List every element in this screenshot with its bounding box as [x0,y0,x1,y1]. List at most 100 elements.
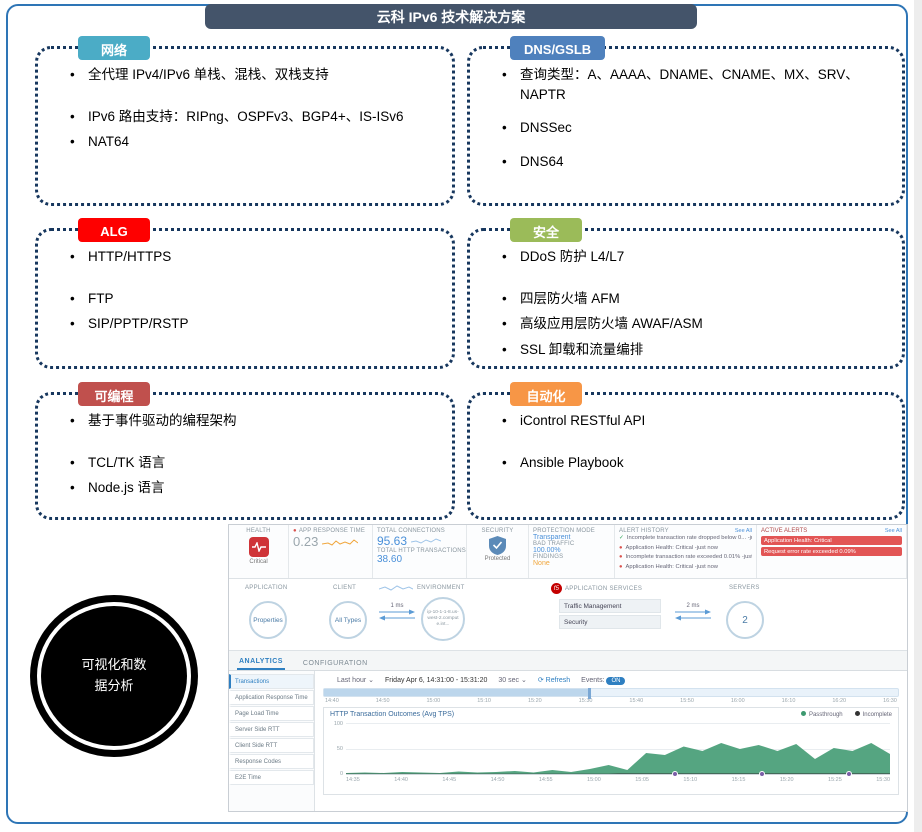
client-node[interactable]: All Types [329,601,367,639]
protection-mode-label: PROTECTION MODE [533,528,596,534]
chevron-down-icon: ⌄ [520,677,527,684]
service-item[interactable]: Traffic Management [559,599,661,613]
visualization-callout: 可视化和数 据分析 [41,606,187,746]
total-connections-value: 95.63 [377,534,408,548]
servers-node[interactable]: 2 [726,601,764,639]
y-tick: 0 [339,771,343,777]
total-http-label: TOTAL HTTP TRANSACTIONS/s [377,548,467,554]
findings-label: FINDINGS [533,554,564,560]
alert-history-see-all-link[interactable]: See All [734,528,752,534]
sidebar-item-client-side-rtt[interactable]: Client Side RTT [229,738,314,753]
application-services-header: f5 APPLICATION SERVICES [551,583,642,594]
environment-label: ENVIRONMENT [417,585,465,591]
alert-history-item: ✓Incomplete transaction rate dropped bel… [619,534,752,544]
protection-mode-value: Transparent [533,534,571,541]
environment-node[interactable]: ip-10-1-1-8.us-west-2.compute.int... [421,597,465,641]
chart-plot-area: 100 50 0 [334,721,890,777]
sidebar-item-response-codes[interactable]: Response Codes [229,754,314,769]
alert-dot-icon: ● [619,544,623,551]
active-alerts-panel: ACTIVE ALERTS See All Application Health… [757,525,907,578]
bullet-list: DDoS 防护 L4/L7 四层防火墙 AFM 高级应用层防火墙 AWAF/AS… [470,231,902,359]
analytics-main: Last hour ⌄ Friday Apr 6, 14:31:00 - 15:… [315,671,907,811]
timeline-selected-range[interactable] [324,689,589,696]
bullet-item: DNS64 [502,152,884,172]
alert-history-item: ●Application Health: Critical -just now [619,563,752,573]
servers-label: SERVERS [729,585,760,591]
box-header-tab-security: 安全 [510,218,582,242]
alert-dot-icon: ● [619,563,623,570]
alert-history-item: ●Application Health: Critical -just now [619,544,752,554]
bullet-item: SIP/PPTP/RSTP [70,314,434,334]
f5-logo-icon: f5 [551,583,562,594]
metrics-sidebar: Transactions Application Response Time P… [229,671,315,811]
security-panel: SECURITY Protected [467,525,529,578]
callout-line1: 可视化和数 [81,657,147,673]
dashboard-body: Transactions Application Response Time P… [229,671,907,811]
timeline-handle[interactable] [588,688,592,699]
feature-box-programmable: 可编程 基于事件驱动的编程架构 TCL/TK 语言 Node.js 语言 [35,382,455,520]
transactions-chart-svg [346,743,890,774]
bullet-item: NAT64 [70,132,434,152]
bullet-item: FTP [70,289,434,309]
slide-title: 云科 IPv6 技术解决方案 [205,4,697,29]
health-status-icon [248,537,269,557]
application-node[interactable]: Properties [249,601,287,639]
bullet-item: TCL/TK 语言 [70,453,434,473]
incomplete-dot-icon [854,711,860,716]
sidebar-item-transactions[interactable]: Transactions [229,674,314,689]
health-panel: HEALTH Critical [229,525,289,578]
topology-strip: APPLICATION Properties CLIENT All Types … [229,579,907,651]
tab-configuration[interactable]: CONFIGURATION [302,660,368,667]
app-response-time-panel: ●APP RESPONSE TIME 0.23 [289,525,373,578]
sidebar-item-server-side-rtt[interactable]: Server Side RTT [229,722,314,737]
application-services-list: Traffic Management Security [559,599,661,631]
alert-dot-icon: ● [619,554,623,561]
feature-box-alg: ALG HTTP/HTTPS FTP SIP/PPTP/RSTP [35,218,455,369]
refresh-button[interactable]: ⟳ Refresh [537,677,571,684]
event-marker-icon[interactable] [672,771,679,777]
event-marker-icon[interactable] [759,771,766,777]
bullet-item: DDoS 防护 L4/L7 [502,247,884,267]
feature-box-network: 网络 全代理 IPv4/IPv6 单栈、混栈、双栈支持 IPv6 路由支持：RI… [35,36,455,206]
timeline-slider[interactable] [323,688,899,699]
bullet-list: iControl RESTful API Ansible Playbook [470,395,902,472]
active-alert-banner: Application Health: Critical [761,536,902,545]
box-header-tab-alg: ALG [78,218,150,242]
y-tick: 100 [333,721,343,727]
range-select[interactable]: Last hour ⌄ [337,677,375,684]
y-tick: 50 [336,746,343,752]
bidirectional-arrow-icon [379,609,415,621]
client-env-latency: 1 ms [377,603,417,623]
tab-analytics[interactable]: ANALYTICS [237,654,285,670]
active-alert-banner: Request error rate exceeded 0.09% [761,547,902,556]
active-alerts-see-all-link[interactable]: See All [884,528,902,534]
total-connections-label: TOTAL CONNECTIONS [377,528,445,534]
chart-legend: Passthrough Incomplete [800,711,892,718]
right-edge-strip [914,0,922,832]
sidebar-item-app-response-time[interactable]: Application Response Time [229,690,314,705]
bullet-item: DNSSec [502,118,884,138]
check-icon: ✓ [619,535,624,541]
transactions-chart-panel: HTTP Transaction Outcomes (Avg TPS) Pass… [323,707,899,795]
application-services-label: APPLICATION SERVICES [565,585,643,592]
events-toggle[interactable]: Events: ON [581,676,626,685]
feature-box-security: 安全 DDoS 防护 L4/L7 四层防火墙 AFM 高级应用层防火墙 AWAF… [467,218,905,369]
service-item[interactable]: Security [559,615,661,629]
event-marker-icon[interactable] [846,771,853,777]
total-http-value: 38.60 [377,554,403,565]
art-sparkline [322,538,359,546]
bidirectional-arrow-icon [675,609,711,621]
security-label: SECURITY [481,528,514,534]
bullet-item: 查询类型：A、AAAA、DNAME、CNAME、MX、SRV、NAPTR [502,65,884,104]
callout-line2: 据分析 [94,678,134,693]
sidebar-item-page-load-time[interactable]: Page Load Time [229,706,314,721]
passthrough-dot-icon [800,711,806,716]
bullet-item: IPv6 路由支持：RIPng、OSPFv3、BGP4+、IS-ISv6 [70,107,434,127]
bullet-item: 高级应用层防火墙 AWAF/ASM [502,314,884,334]
time-controls: Last hour ⌄ Friday Apr 6, 14:31:00 - 15:… [323,674,899,688]
sidebar-item-e2e-time[interactable]: E2E Time [229,770,314,785]
interval-select[interactable]: 30 sec ⌄ [498,677,527,684]
connections-sparkline [411,538,442,544]
client-label: CLIENT [333,585,357,591]
